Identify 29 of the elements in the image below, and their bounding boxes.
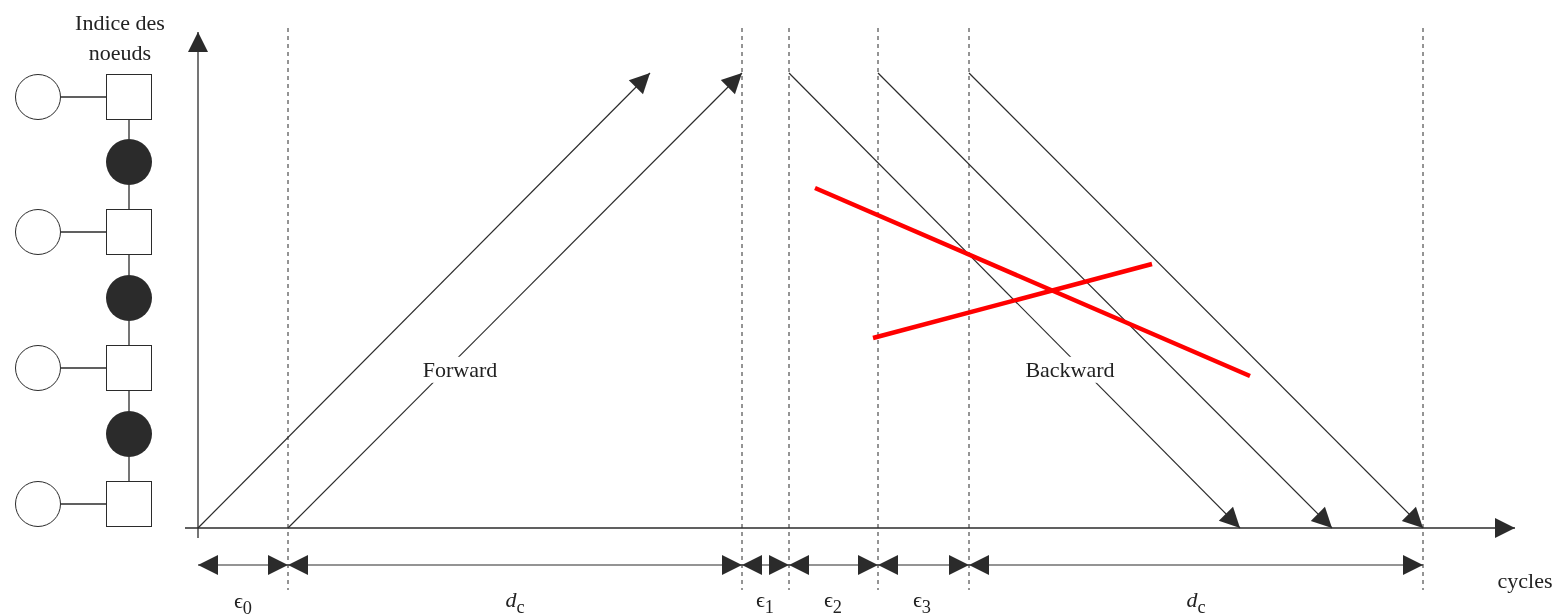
variable-node-circle [15,481,61,527]
factor-node-square [106,74,152,120]
filled-factor-circle [106,139,152,185]
connector-line [128,390,130,412]
variable-node-circle [15,209,61,255]
variable-node-circle [15,345,61,391]
axis-title: cycles [1497,567,1553,595]
interval-label: d$_{c}$ [505,587,525,616]
connector-line [60,503,107,505]
connector-line [60,367,107,369]
factor-node-square [106,481,152,527]
connector-line [128,456,130,482]
factor-node-square [106,345,152,391]
connector-line [128,184,130,210]
factor-node-square [106,209,152,255]
connector-line [60,231,107,233]
connector-line [128,119,130,140]
filled-factor-circle [106,411,152,457]
interval-label: ϵ$_{2}$ [823,587,843,616]
connector-line [128,254,130,276]
axis-title: Indice des noeuds [74,9,166,67]
connector-line [60,96,107,98]
interval-label: ϵ$_{3}$ [912,587,932,616]
filled-factor-circle [106,275,152,321]
interval-label: d$_{c}$ [1186,587,1206,616]
connector-line [128,320,130,346]
interval-label: ϵ$_{1}$ [755,587,775,616]
variable-node-circle [15,74,61,120]
interval-label: ϵ$_{0}$ [233,588,253,616]
